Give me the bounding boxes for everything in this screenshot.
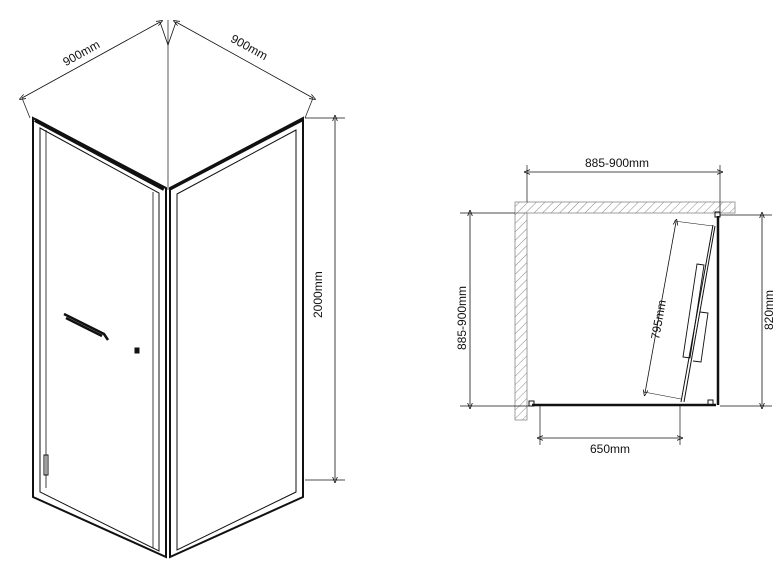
depth-label: 885-900mm xyxy=(455,286,469,350)
door-latch xyxy=(134,347,140,354)
back-wall xyxy=(514,201,736,214)
height-label: 2000mm xyxy=(311,271,325,318)
door-width-label: 795mm xyxy=(648,299,669,341)
door-panel xyxy=(32,116,167,559)
width-right-label: 900mm xyxy=(228,31,270,63)
width-left-dimension xyxy=(22,22,160,98)
front-panel-label: 650mm xyxy=(590,442,630,456)
width-left-label: 900mm xyxy=(60,37,102,69)
side-panel-label: 820mm xyxy=(762,290,776,330)
width-right-dimension xyxy=(176,22,313,98)
top-width-label: 885-900mm xyxy=(585,156,649,170)
door-handle xyxy=(63,312,110,341)
door-handle-outline xyxy=(682,263,705,359)
door-width-dimension xyxy=(645,222,676,393)
plan-view xyxy=(460,165,772,445)
side-wall xyxy=(514,212,528,421)
perspective-view xyxy=(22,20,345,559)
hinge xyxy=(43,454,49,476)
fixed-panel xyxy=(169,116,304,559)
door-open-position xyxy=(680,224,716,403)
